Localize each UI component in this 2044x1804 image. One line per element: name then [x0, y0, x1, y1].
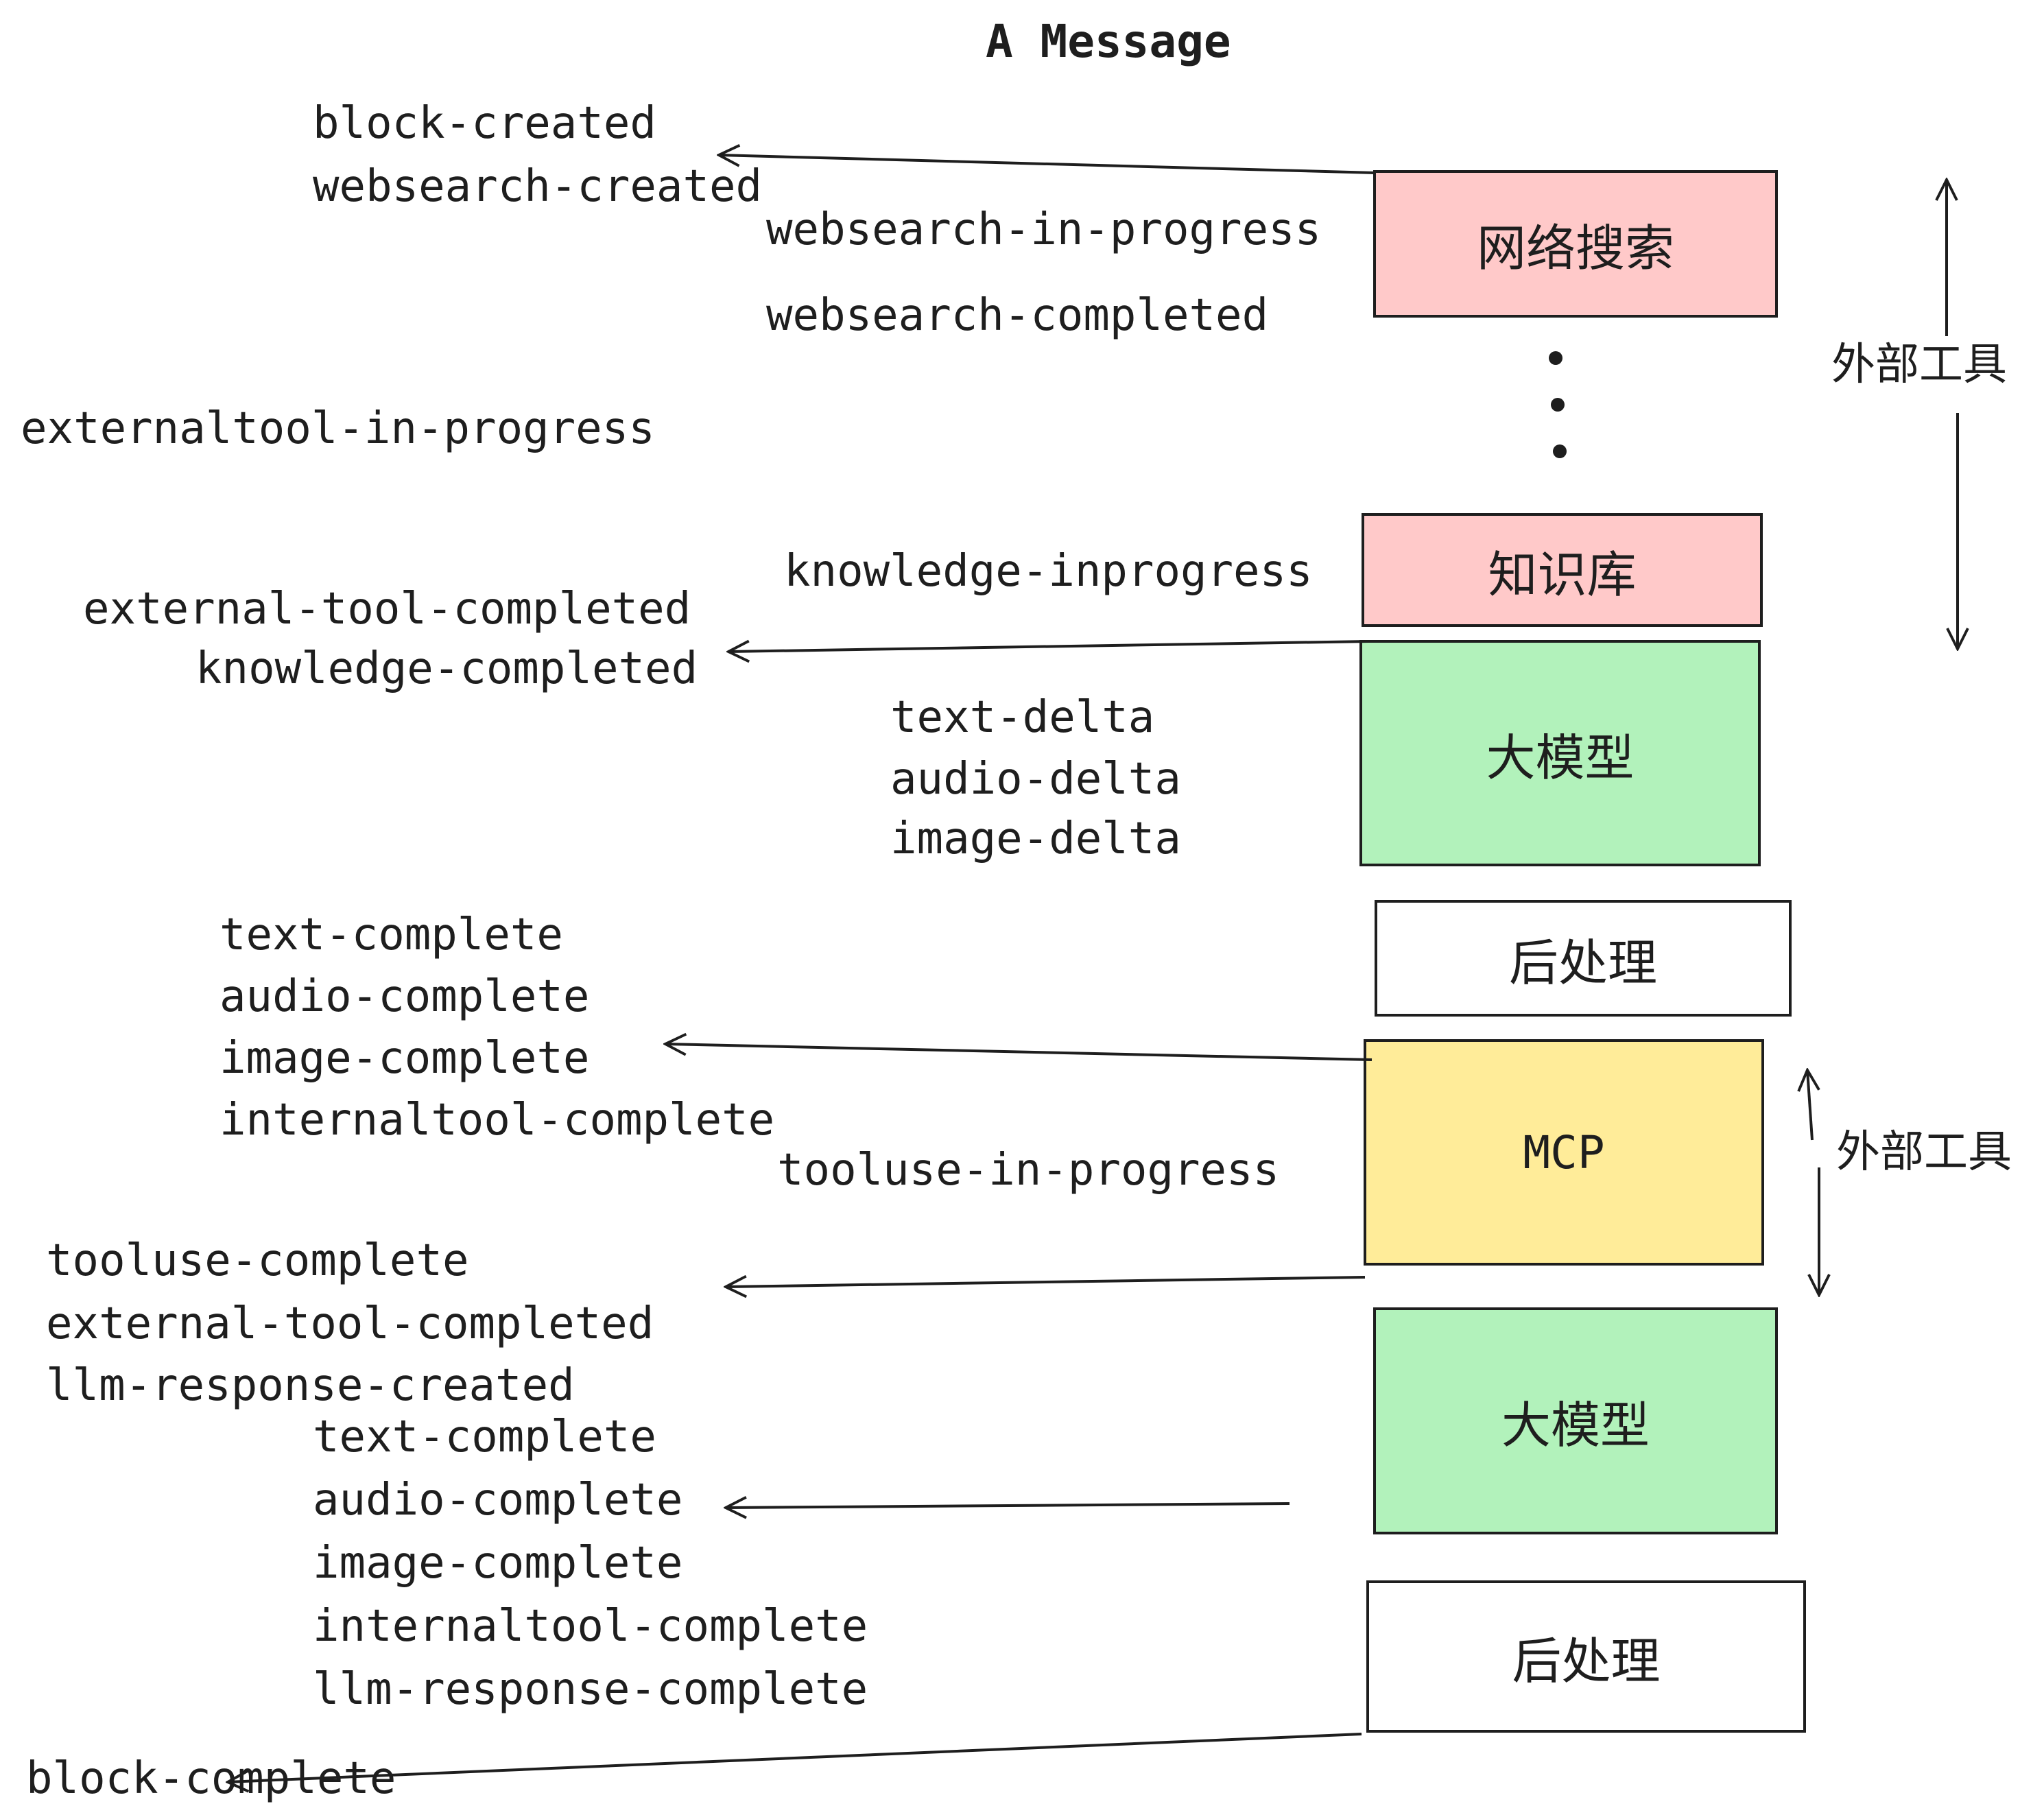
node-websearch: 网络搜索 — [1373, 170, 1778, 318]
event-text-complete-1: text-complete — [219, 910, 563, 960]
event-tooluse-in-progress: tooluse-in-progress — [777, 1145, 1280, 1196]
event-knowledge-inprogress: knowledge-inprogress — [784, 546, 1313, 597]
diagram-title: A Message — [986, 15, 1231, 68]
event-audio-delta-1: audio-delta — [890, 754, 1181, 805]
event-llm-response-complete: llm-response-complete — [313, 1664, 868, 1715]
event-llm-response-created: llm-response-created — [46, 1360, 575, 1411]
event-websearch-in-progress: websearch-in-progress — [766, 204, 1322, 255]
event-image-delta-1: image-delta — [890, 814, 1181, 864]
event-audio-complete-2: audio-complete — [313, 1475, 683, 1526]
label-external-tools-1: 外部工具 — [1831, 340, 2007, 390]
ellipsis-dot — [1551, 398, 1565, 412]
event-knowledge-completed: knowledge-completed — [195, 643, 698, 694]
event-external-tool-completed-2: external-tool-completed — [46, 1298, 654, 1349]
event-tooluse-complete: tooluse-complete — [46, 1235, 469, 1286]
event-externaltool-in-progress: externaltool-in-progress — [21, 403, 655, 454]
node-postprocess-1: 后处理 — [1375, 900, 1792, 1017]
arrow-to-websearch-created — [719, 155, 1376, 174]
event-external-tool-completed-1: external-tool-completed — [83, 584, 691, 634]
node-llm-2: 大模型 — [1373, 1307, 1778, 1534]
arrow-to-image-complete — [665, 1044, 1372, 1061]
event-websearch-completed: websearch-completed — [766, 290, 1269, 341]
event-audio-complete-1: audio-complete — [219, 971, 590, 1022]
node-knowledge: 知识库 — [1362, 513, 1763, 627]
external-tools-2-up-arrow — [1807, 1070, 1812, 1141]
event-text-complete-2: text-complete — [313, 1412, 656, 1462]
event-internaltool-complete-2: internaltool-complete — [313, 1601, 868, 1652]
arrow-to-knowledge-completed — [728, 641, 1369, 652]
arrow-to-tooluse-complete — [726, 1277, 1366, 1287]
arrow-to-block-complete — [228, 1733, 1362, 1782]
event-image-complete-2: image-complete — [313, 1538, 683, 1589]
label-external-tools-2: 外部工具 — [1836, 1127, 2012, 1178]
node-postprocess-2: 后处理 — [1366, 1580, 1806, 1733]
event-block-created: block-created — [313, 98, 656, 149]
event-text-delta-1: text-delta — [890, 692, 1155, 743]
event-image-complete-1: image-complete — [219, 1033, 590, 1084]
node-llm-1: 大模型 — [1359, 640, 1761, 866]
event-websearch-created: websearch-created — [313, 161, 763, 212]
ellipsis-dot — [1553, 444, 1567, 458]
event-internaltool-complete-1: internaltool-complete — [219, 1095, 775, 1146]
event-block-complete: block-complete — [26, 1753, 396, 1804]
ellipsis-dot — [1549, 351, 1562, 365]
node-mcp: MCP — [1364, 1039, 1764, 1266]
arrow-to-audio-complete — [726, 1504, 1290, 1508]
